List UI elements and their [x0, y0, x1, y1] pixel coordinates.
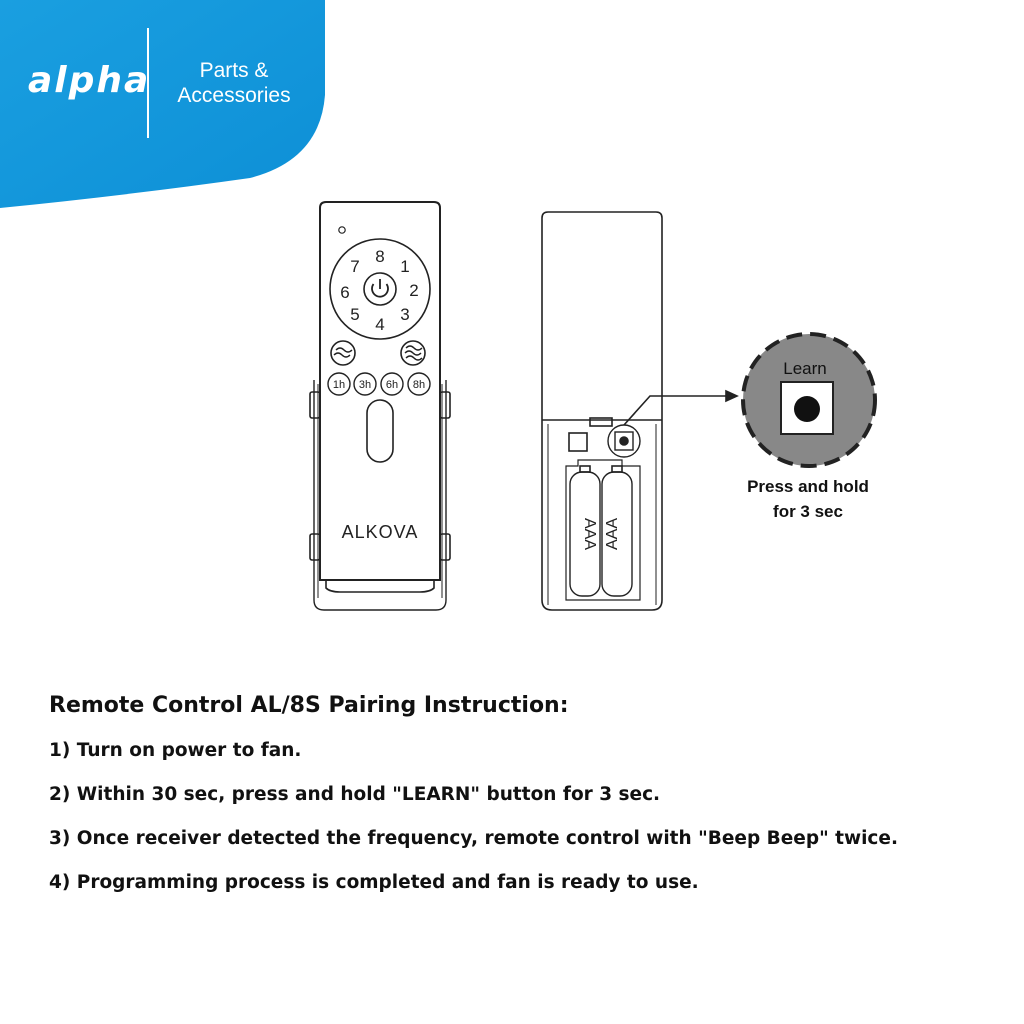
instructions: Remote Control AL/8S Pairing Instruction… — [49, 690, 999, 914]
dial-number: 7 — [350, 257, 359, 276]
learn-callout — [741, 332, 877, 468]
dial-numbers: 8 1 2 3 4 5 6 7 — [340, 247, 418, 334]
brand-subtitle-line2: Accessories — [177, 84, 291, 107]
timer-button-label: 3h — [359, 379, 371, 391]
dial-number: 5 — [350, 305, 359, 324]
instructions-title: Remote Control AL/8S Pairing Instruction… — [49, 693, 569, 718]
brand-divider — [147, 28, 149, 138]
dial-number: 4 — [375, 315, 384, 334]
remote-front — [309, 201, 451, 611]
instruction-step: 4) Programming process is completed and … — [49, 872, 699, 893]
callout-caption-line1: Press and hold — [747, 477, 869, 496]
battery-label: AAA — [581, 518, 598, 550]
dial-number: 3 — [400, 305, 409, 324]
dial-number: 8 — [375, 247, 384, 266]
alpha-logo: alpha — [28, 60, 151, 101]
instruction-step: 1) Turn on power to fan. — [49, 740, 302, 761]
breeze-icon — [330, 340, 356, 366]
natural-wind-icon — [400, 340, 426, 366]
timer-buttons: 1h 3h 6h 8h — [333, 379, 425, 391]
alkova-label: ALKOVA — [342, 522, 419, 542]
learn-button — [794, 396, 820, 422]
battery-label: AAA — [604, 518, 621, 550]
remote-back — [541, 211, 739, 611]
callout-caption-line2: for 3 sec — [773, 502, 843, 521]
dial-number: 1 — [400, 257, 409, 276]
timer-button-label: 8h — [413, 379, 425, 391]
timer-button-label: 1h — [333, 379, 345, 391]
learn-label: Learn — [783, 359, 826, 378]
brand-subtitle: Parts & Accessories — [159, 58, 309, 108]
power-icon — [371, 279, 389, 298]
timer-button-label: 6h — [386, 379, 398, 391]
brand-subtitle-line1: Parts & — [199, 59, 269, 82]
brand-banner — [0, 0, 325, 208]
instruction-step: 2) Within 30 sec, press and hold "LEARN"… — [49, 784, 661, 805]
remote-illustration: 8 1 2 3 4 5 6 7 1h 3h 6h 8h ALKOVA AAA A… — [309, 201, 877, 611]
dial-number: 6 — [340, 283, 349, 302]
instruction-step: 3) Once receiver detected the frequency,… — [49, 828, 898, 849]
dial-number: 2 — [409, 281, 418, 300]
